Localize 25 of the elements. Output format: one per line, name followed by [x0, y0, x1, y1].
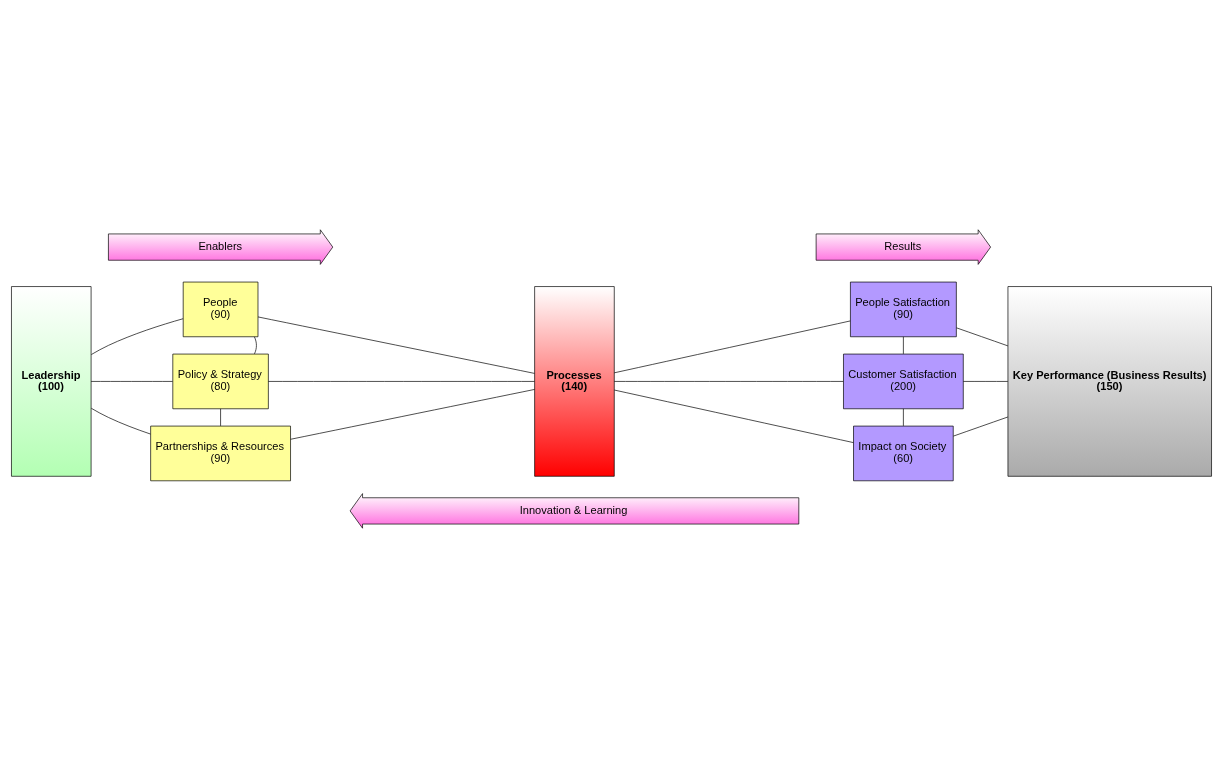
connector — [953, 416, 1009, 437]
connector — [614, 389, 854, 443]
node-box: Customer Satisfaction (200) — [843, 353, 964, 410]
connector — [220, 408, 221, 427]
connector — [90, 381, 173, 382]
node-box: Partnerships & Resources (90) — [150, 425, 291, 482]
connector — [257, 316, 535, 374]
node-box: Policy & Strategy (80) — [172, 353, 269, 410]
node-box: Key Performance (Business Results) (150) — [1007, 286, 1212, 477]
connector — [614, 320, 851, 374]
connector — [903, 408, 904, 427]
node-box: Impact on Society (60) — [853, 425, 954, 482]
connector — [91, 407, 151, 435]
connector — [963, 381, 1009, 382]
connector — [956, 327, 1009, 347]
connector — [903, 336, 904, 355]
node-box: Leadership (100) — [11, 286, 92, 477]
connector — [91, 318, 184, 355]
node-box: Processes (140) — [534, 286, 615, 477]
node-box: People (90) — [182, 281, 259, 338]
connector — [290, 389, 535, 440]
connector — [268, 381, 535, 382]
connector — [614, 381, 844, 382]
node-box: People Satisfaction (90) — [850, 281, 957, 338]
connector — [254, 336, 257, 355]
